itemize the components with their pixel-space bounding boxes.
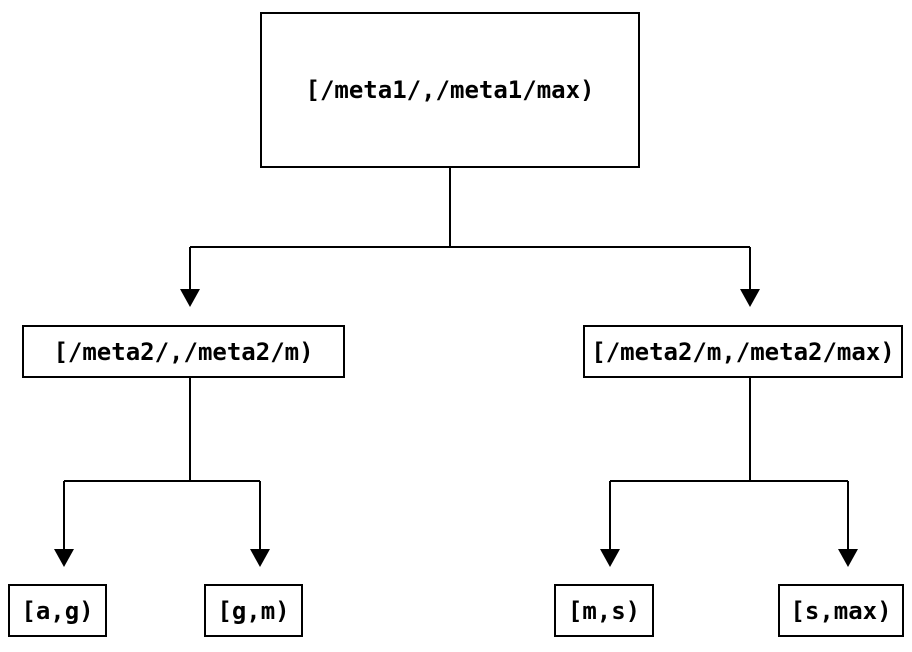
arrowhead-to-leaf-ag <box>54 549 74 567</box>
node-leaf-ms-label: [m,s) <box>567 596 641 625</box>
node-left-child: [/meta2/,/meta2/m) <box>22 325 345 378</box>
node-root-label: [/meta1/,/meta1/max) <box>305 76 595 104</box>
node-leaf-gm: [g,m) <box>204 584 303 637</box>
edge-left-to-leaves <box>63 378 261 550</box>
arrowhead-to-left-child <box>180 289 200 307</box>
node-leaf-ag: [a,g) <box>8 584 107 637</box>
node-root: [/meta1/,/meta1/max) <box>260 12 640 168</box>
arrowhead-to-leaf-ms <box>600 549 620 567</box>
node-right-child-label: [/meta2/m,/meta2/max) <box>591 337 895 366</box>
node-leaf-ms: [m,s) <box>554 584 654 637</box>
arrowhead-to-leaf-gm <box>250 549 270 567</box>
arrowhead-to-right-child <box>740 289 760 307</box>
node-leaf-ag-label: [a,g) <box>21 596 94 625</box>
node-left-child-label: [/meta2/,/meta2/m) <box>53 337 314 366</box>
edge-right-to-leaves <box>609 378 849 550</box>
edge-root-to-children <box>189 168 751 290</box>
node-right-child: [/meta2/m,/meta2/max) <box>583 325 903 378</box>
node-leaf-smax: [s,max) <box>778 584 904 637</box>
arrowhead-to-leaf-smax <box>838 549 858 567</box>
node-leaf-gm-label: [g,m) <box>217 596 290 625</box>
node-leaf-smax-label: [s,max) <box>790 596 892 625</box>
